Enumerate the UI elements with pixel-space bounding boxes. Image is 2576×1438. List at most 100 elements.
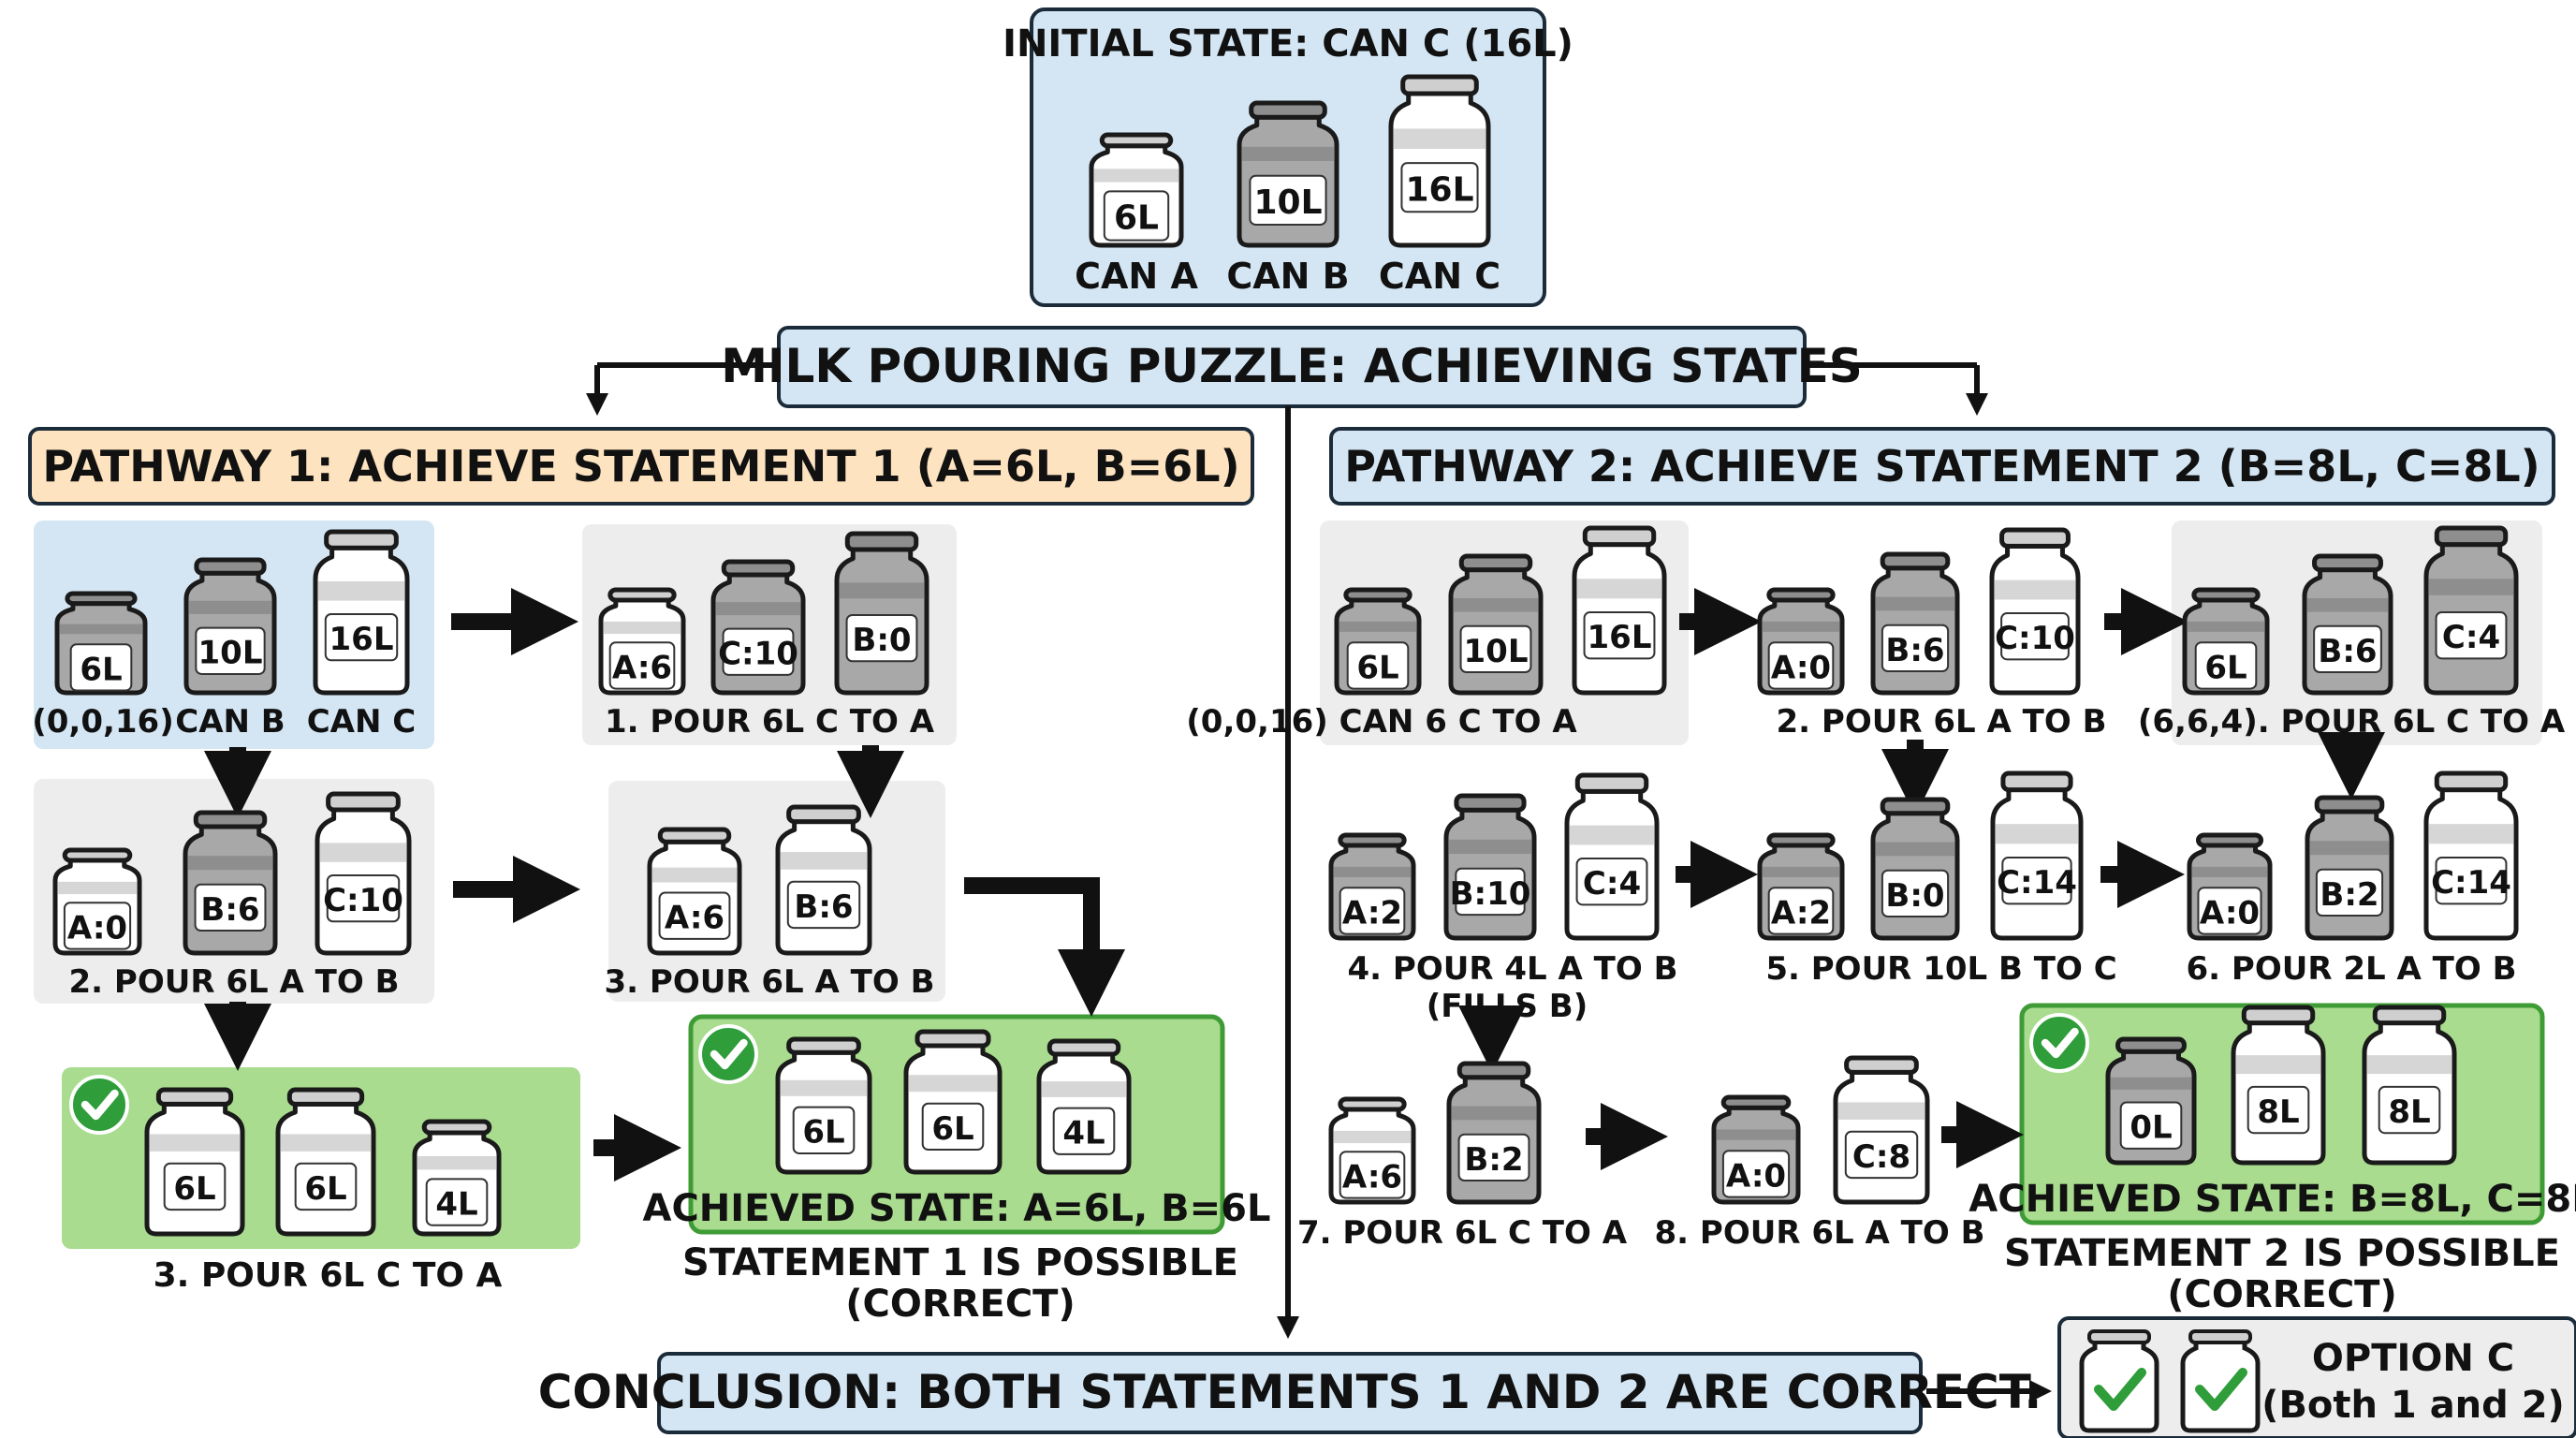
can-rim xyxy=(1880,551,1951,571)
can-rim xyxy=(2312,553,2383,573)
can-rim xyxy=(326,791,401,813)
can-label-plate xyxy=(1881,869,1950,918)
conclusion-text: CONCLUSION: BOTH STATEMENTS 1 AND 2 ARE … xyxy=(538,1365,2042,1419)
can-label-plate xyxy=(1844,1130,1919,1180)
can-label-plate xyxy=(1583,611,1656,660)
can-label-plate xyxy=(1575,858,1648,906)
can-label: 10L xyxy=(1464,633,1529,670)
can-label-plate xyxy=(722,627,795,676)
can-band xyxy=(781,1079,867,1096)
can-band xyxy=(281,1134,371,1152)
p1-achieved-can-0: 6L xyxy=(775,1036,872,1175)
can-label: 6L xyxy=(1114,199,1159,238)
p2-achieved-can-1: 8L xyxy=(2231,1005,2326,1166)
can-band xyxy=(1763,621,1839,632)
can-rim xyxy=(1844,1055,1919,1075)
p1-achieved-label: ACHIEVED STATE: A=6L, B=6L xyxy=(642,1187,1270,1230)
can-band xyxy=(652,867,737,883)
can-label-plate xyxy=(2313,624,2382,673)
p2-r2-2-caption: 6. POUR 2L A TO B xyxy=(2186,950,2516,988)
can-label: C:4 xyxy=(1583,865,1641,902)
can-label: 0L xyxy=(2130,1109,2172,1147)
can-label-plate xyxy=(1103,190,1170,242)
can-label-plate xyxy=(786,880,861,930)
p2-r1-2-can-0: 6L xyxy=(2182,587,2270,696)
can-label-plate xyxy=(1052,1107,1116,1155)
main-title: MILK POURING PUZZLE: ACHIEVING STATES xyxy=(721,339,1863,393)
p2-r1-0-can-0: 6L xyxy=(1334,587,1422,696)
p2-r3-0-can-0: A:6 xyxy=(1328,1096,1416,1205)
p1-s0-can-2: 16L xyxy=(313,529,410,696)
can-band xyxy=(1042,1081,1126,1097)
can-rim xyxy=(1046,1038,1121,1057)
p1-s4-caption: 3. POUR 6L C TO A xyxy=(154,1256,503,1295)
can-label-plate xyxy=(194,883,267,932)
can-label-plate xyxy=(792,1106,856,1154)
p1-s4-can-0: 6L xyxy=(144,1087,245,1237)
can-label: B:0 xyxy=(1885,877,1944,915)
p2-r2-2-can-2: C:14 xyxy=(2423,770,2519,941)
p1-s4-can-2: 4L xyxy=(412,1119,502,1237)
can-rim xyxy=(1099,132,1174,149)
p1-s0-caption-1: CAN B xyxy=(175,703,285,741)
pathway2-header-box xyxy=(1329,427,2555,506)
initial-can-caption-2: CAN C xyxy=(1379,256,1500,297)
can-rim xyxy=(1766,832,1836,848)
can-rim xyxy=(2434,770,2509,793)
p2-r2-1-can-2: C:14 xyxy=(1990,770,2084,941)
can-band xyxy=(781,852,867,870)
can-band xyxy=(716,602,800,616)
p2-achieved-can-0: 0L xyxy=(2105,1036,2197,1166)
can-band xyxy=(2111,1077,2191,1090)
can-band xyxy=(1242,146,1334,162)
can-band xyxy=(909,1075,997,1093)
can-label: 10L xyxy=(1253,183,1322,222)
initial-can-caption-1: CAN B xyxy=(1226,256,1349,297)
p1-s1-can-2: B:0 xyxy=(834,531,929,696)
can-rim xyxy=(1999,527,2071,549)
can-rim xyxy=(786,1036,861,1055)
p1-s2-can-1: B:6 xyxy=(183,810,278,956)
can-label-plate xyxy=(195,626,266,675)
can-band xyxy=(1577,579,1661,599)
can-rim xyxy=(65,591,138,607)
can-rim xyxy=(1766,587,1836,603)
can-label: B:10 xyxy=(1450,875,1531,913)
can-band xyxy=(58,881,137,895)
can-label-plate xyxy=(2435,611,2508,660)
option-check-can-1 xyxy=(2180,1329,2261,1433)
check-icon xyxy=(2195,1368,2247,1411)
p2-r1-2-can-2: C:4 xyxy=(2423,525,2519,696)
p2-r2-1-can-1: B:0 xyxy=(1870,797,1960,941)
p1-achieved-can-2: 4L xyxy=(1036,1038,1132,1175)
can-label: C:10 xyxy=(323,882,403,919)
option-line1: OPTION C xyxy=(2312,1337,2514,1380)
p2-achieved-label: ACHIEVED STATE: B=8L, C=8L xyxy=(1969,1178,2576,1221)
can-band xyxy=(2307,597,2388,612)
can-band xyxy=(188,856,272,871)
p1-s2-can-0: A:0 xyxy=(52,847,142,956)
p2-r1-2-caption: (6,6,4). POUR 6L C TO A xyxy=(2138,703,2566,741)
can-label: A:6 xyxy=(612,649,672,686)
can-label-plate xyxy=(608,641,676,690)
can-rim xyxy=(1574,772,1649,794)
can-rim xyxy=(421,1119,492,1136)
can-band xyxy=(1717,1129,1795,1140)
can-rim xyxy=(786,804,861,825)
can-label-plate xyxy=(2247,1085,2310,1135)
can-label: A:2 xyxy=(1342,894,1402,932)
can-label-plate xyxy=(2194,641,2258,690)
p2-r2-0-can-1: B:10 xyxy=(1443,793,1537,941)
p2-achieved-check-icon xyxy=(2029,1013,2089,1073)
can-label-plate xyxy=(63,902,132,950)
p2-r1-2-can-1: B:6 xyxy=(2302,553,2393,696)
main-title-box xyxy=(777,326,1807,408)
can-label: 8L xyxy=(2257,1093,2299,1131)
can-label: A:2 xyxy=(1771,894,1831,932)
initial-can-0: 6L xyxy=(1089,132,1184,248)
initial-state-title: INITIAL STATE: CAN C (16L) xyxy=(1003,22,1573,66)
can-band xyxy=(1876,596,1954,611)
can-rim xyxy=(844,531,919,552)
can-label: 16L xyxy=(329,621,394,658)
